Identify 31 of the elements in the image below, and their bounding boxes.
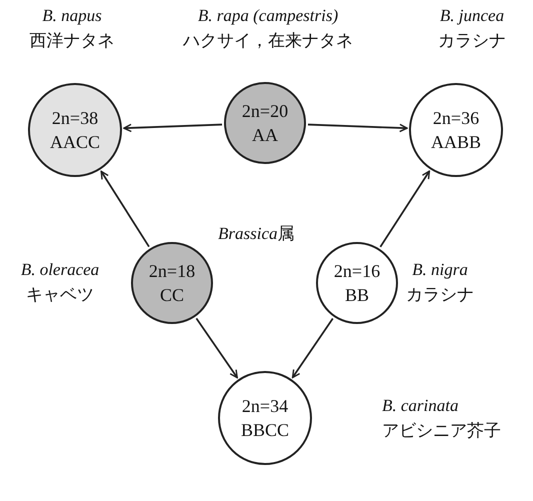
genus-label: Brassica属 bbox=[218, 223, 294, 245]
species-name: B. juncea bbox=[440, 5, 504, 27]
species-name: B. nigra bbox=[412, 259, 468, 281]
chromosome-number: 2n=20 bbox=[242, 100, 288, 123]
arrow bbox=[123, 124, 222, 132]
genome-label: AA bbox=[252, 124, 278, 147]
common-name: カラシナ bbox=[406, 284, 474, 306]
species-name: B. oleracea bbox=[20, 259, 100, 281]
genome-label: AABB bbox=[430, 131, 481, 154]
species-name: B. carinata bbox=[382, 395, 458, 417]
genome-label: BB bbox=[344, 284, 369, 307]
arrow bbox=[292, 318, 334, 378]
chromosome-number: 2n=36 bbox=[432, 107, 480, 130]
arrow bbox=[380, 170, 430, 248]
common-name: アビシニア芥子 bbox=[382, 420, 501, 442]
genome-label: BBCC bbox=[240, 419, 290, 442]
common-name: カラシナ bbox=[438, 30, 506, 52]
common-name: キャベツ bbox=[26, 284, 94, 306]
arrow bbox=[196, 318, 238, 378]
species-name: B. rapa (campestris) bbox=[198, 5, 338, 27]
chromosome-number: 2n=34 bbox=[242, 395, 288, 418]
chromosome-number: 2n=16 bbox=[334, 260, 380, 283]
common-name: ハクサイ，在来ナタネ bbox=[183, 30, 353, 52]
genome-label: CC bbox=[160, 284, 184, 307]
arrow bbox=[308, 124, 408, 132]
common-name: 西洋ナタネ bbox=[30, 30, 114, 52]
chromosome-number: 2n=18 bbox=[148, 260, 196, 283]
chromosome-number: 2n=38 bbox=[52, 107, 98, 130]
arrow bbox=[100, 170, 150, 248]
species-name: B. napus bbox=[42, 5, 102, 27]
genome-label: AACC bbox=[50, 131, 100, 154]
